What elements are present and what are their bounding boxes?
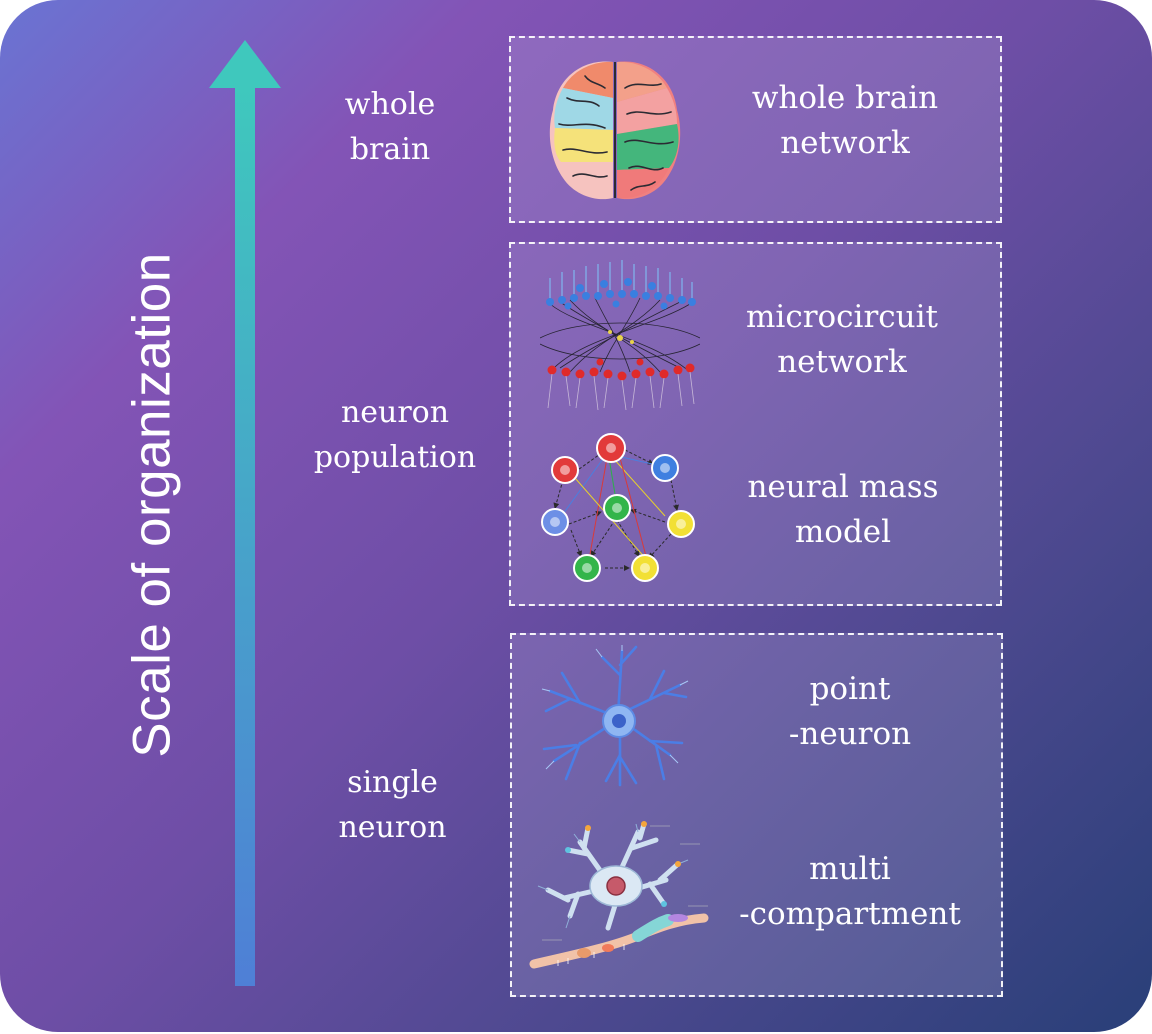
scale-arrow (209, 40, 281, 986)
node-green-bottom (573, 554, 601, 582)
microcircuit-illustration (540, 260, 700, 411)
neural-mass-illustration (541, 433, 695, 582)
axis-title: Scale of organization (122, 252, 182, 758)
level-label-single-neuron: single neuron (338, 765, 447, 845)
node-blue-right (651, 454, 679, 482)
multi-compartment-illustration (529, 821, 709, 969)
level-label-whole-brain: whole brain (344, 87, 436, 167)
brain-illustration (549, 61, 681, 200)
node-yellow-bottom (631, 554, 659, 582)
node-red-top (596, 433, 626, 463)
node-green-center (603, 494, 631, 522)
node-red-left (551, 456, 579, 484)
node-blue-left (541, 508, 569, 536)
node-yellow-right (667, 510, 695, 538)
model-label-neural-mass-model: neural mass model (747, 469, 939, 550)
point-neuron-illustration (541, 645, 689, 787)
group-single-neuron (510, 633, 1003, 997)
model-label-whole-brain-network: whole brain network (751, 80, 939, 161)
model-label-microcircuit-network: microcircuit network (746, 299, 938, 380)
model-label-multi-compartment: multi -compartment (739, 851, 961, 932)
level-label-neuron-population: neuron population (313, 395, 477, 475)
model-label-point-neuron: point -neuron (788, 671, 912, 752)
